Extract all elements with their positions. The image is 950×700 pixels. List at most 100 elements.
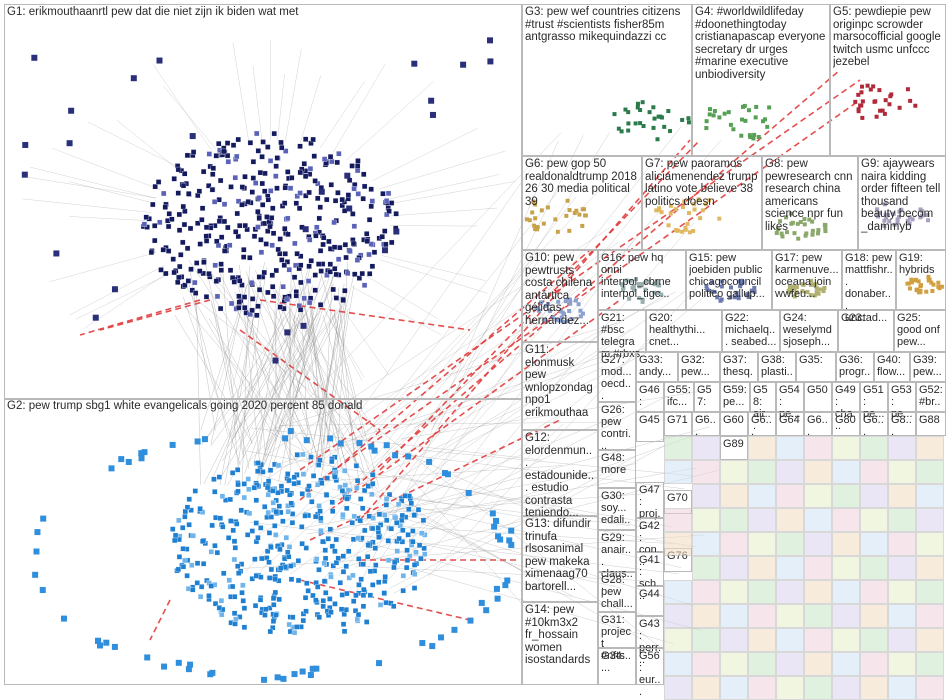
group-panel-g38: G38: plasti...: [758, 352, 796, 382]
small-group-cell: [804, 604, 832, 628]
small-group-cell: [916, 676, 944, 700]
group-panel-g45: G45: [636, 412, 664, 442]
group-panel-g22: G22: michaelq... seabed...: [722, 310, 780, 352]
small-group-cell: [916, 604, 944, 628]
group-label-g28: G28: pew chall...: [601, 574, 633, 610]
small-group-cell: [860, 556, 888, 580]
small-group-cell: [748, 532, 776, 556]
small-group-cell: [692, 580, 720, 604]
small-group-cell: [692, 604, 720, 628]
small-group-cell: [804, 436, 832, 460]
small-group-cell: [888, 436, 916, 460]
group-label-g64: G64: [779, 414, 801, 426]
small-group-cell: [860, 508, 888, 532]
group-panel-g59: G59: pe...: [720, 382, 750, 412]
small-group-cell: [664, 532, 692, 556]
small-group-cell: [832, 652, 860, 676]
small-group-cell: [720, 652, 748, 676]
small-group-cell: [692, 652, 720, 676]
group-label-g3: G3: pew wef countries citizens #trust #s…: [525, 6, 685, 44]
group-panel-g9: G9: ajaywears naira kidding order fiftee…: [858, 156, 946, 250]
group-label-g10: G10: pew pewtrusts costa chilena antárti…: [525, 252, 595, 327]
small-group-cell: [664, 604, 692, 628]
group-label-g7: G7: pew paoramos aliciamenendez trump la…: [645, 158, 759, 208]
group-panel-g18: G18: pew mattfishr... donaber... unctad.…: [842, 250, 896, 310]
group-label-g39: G39: pew...: [913, 354, 943, 378]
group-panel-g36: G36: progr...: [836, 352, 874, 382]
group-label-g80: G80: [835, 414, 857, 426]
group-panel-g6: G6: pew gop 50 realdonaldtrump 2018 26 3…: [522, 156, 642, 250]
group-panel-g46: G46:: [636, 382, 664, 412]
small-group-cell: [916, 652, 944, 676]
group-panel-g33: G33: andy...: [636, 352, 678, 382]
small-group-cell: [692, 460, 720, 484]
group-label-g25: G25: good onf pew...: [897, 312, 943, 348]
small-group-cell: [916, 532, 944, 556]
small-group-cell: [804, 532, 832, 556]
small-group-cell: [888, 508, 916, 532]
small-group-cell: [888, 484, 916, 508]
small-group-cell: [916, 556, 944, 580]
small-group-cell: [748, 628, 776, 652]
small-group-cell: [692, 556, 720, 580]
group-label-g15: G15: pew joebiden public chicagocouncil …: [689, 252, 769, 300]
small-group-cell: [664, 436, 692, 460]
group-panel-g47: G47: proj...: [636, 482, 664, 518]
small-group-cell: [832, 676, 860, 700]
group-label-g12: G12: elordenmun... estadounide... estudi…: [525, 432, 595, 520]
group-label-g71: G71: [667, 414, 689, 426]
small-group-cell: [748, 436, 776, 460]
group-label-g50: G50: [807, 384, 829, 396]
group-panel-g24: G24: weselymd sjoseph...: [780, 310, 838, 352]
group-panel-g23: G23:: [838, 310, 894, 352]
group-panel-g14: G14: pew #10km3x2 fr_hossain women isost…: [522, 602, 598, 685]
small-group-cell: [888, 628, 916, 652]
small-group-cell: [860, 532, 888, 556]
group-label-g6: G6: pew gop 50 realdonaldtrump 2018 26 3…: [525, 158, 639, 208]
small-group-cell: [916, 628, 944, 652]
group-label-g27: G27: mod... oecd...: [601, 354, 633, 402]
group-label-g22: G22: michaelq... seabed...: [725, 312, 777, 348]
small-group-cell: [888, 532, 916, 556]
small-group-cell: [748, 556, 776, 580]
group-panel-g50: G50: [804, 382, 832, 412]
small-group-cell: [804, 460, 832, 484]
small-group-cell: [748, 484, 776, 508]
group-panel-g41: G41: sch...: [636, 552, 664, 586]
small-group-cell: [888, 604, 916, 628]
group-panel-g54: G54: pe...: [776, 382, 804, 412]
group-label-g16: G16: pew hq onni interpol_cbrne interpol…: [601, 252, 683, 300]
group-label-g2: G2: pew trump sbg1 white evangelicals go…: [7, 400, 519, 413]
group-panel-g44: G44: [636, 586, 664, 616]
group-panel-g10: G10: pew pewtrusts costa chilena antárti…: [522, 250, 598, 342]
group-panel-g2: G2: pew trump sbg1 white evangelicals go…: [4, 398, 522, 685]
group-panel-g30: G30: soy... edali...: [598, 488, 636, 530]
group-panel-g60: G60: [720, 412, 748, 436]
small-group-cell: [664, 460, 692, 484]
small-group-cell: [888, 556, 916, 580]
small-group-cell: [720, 604, 748, 628]
group-label-g14: G14: pew #10km3x2 fr_hossain women isost…: [525, 604, 595, 667]
group-panel-g19: G19: hybrids: [896, 250, 946, 310]
small-group-cell: [692, 628, 720, 652]
small-group-cell: [804, 508, 832, 532]
group-panel-g42: G42: con...: [636, 518, 664, 552]
small-group-cell: [720, 628, 748, 652]
group-panel-g17: G17: pew karmenuve... oceana join wwfeu.…: [772, 250, 842, 310]
group-panel-g27: G27: mod... oecd...: [598, 352, 636, 402]
small-group-cell: [692, 532, 720, 556]
group-panel-g20: G20: healthythi... cnet...: [646, 310, 722, 352]
small-group-cell: [664, 508, 692, 532]
group-panel-g32: G32: pew...: [678, 352, 720, 382]
small-group-cell: [888, 652, 916, 676]
group-label-g11: G11: elonmusk pew wnlopzondag npo1 erikm…: [525, 344, 595, 419]
group-panel-g89: G89: [720, 436, 748, 460]
small-group-cell: [860, 580, 888, 604]
small-group-cell: [860, 484, 888, 508]
small-group-cell: [888, 580, 916, 604]
small-group-cell: [692, 484, 720, 508]
group-panel-g52: G52: #br...: [916, 382, 946, 412]
small-group-cell: [832, 556, 860, 580]
group-label-g6z: G6...: [807, 414, 829, 438]
